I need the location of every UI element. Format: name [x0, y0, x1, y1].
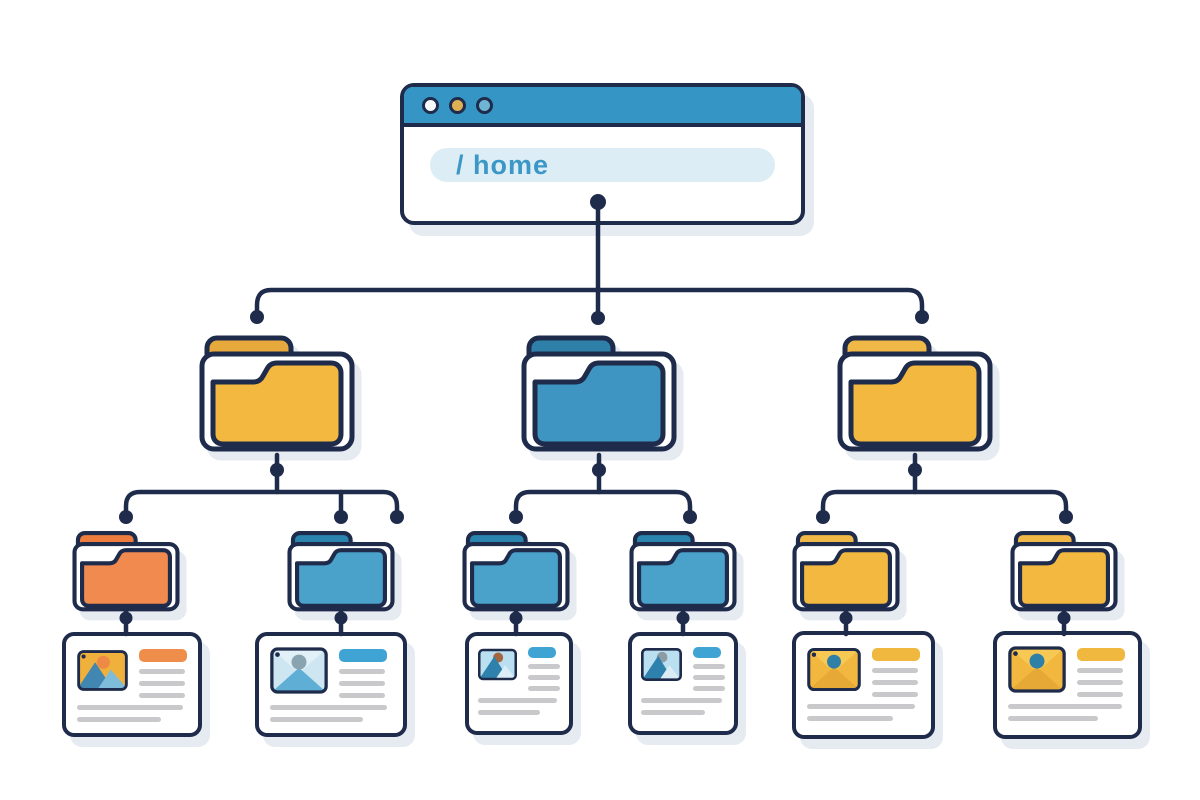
window-dot-blue-icon [476, 96, 493, 114]
folder-front [532, 360, 666, 447]
photo-thumbnail-icon [641, 647, 682, 682]
address-text: / home [456, 149, 550, 180]
window-dot-gold-icon [449, 96, 466, 114]
folder-front [210, 360, 344, 447]
subfolder-1 [72, 531, 180, 612]
folder-front [848, 360, 982, 447]
folder-front [1018, 548, 1110, 608]
subfolder-2 [287, 531, 395, 612]
text-line [693, 675, 725, 680]
edge-left-group-bar [123, 489, 400, 517]
text-line [641, 698, 722, 703]
envelope-thumbnail-icon [807, 647, 861, 692]
text-line [693, 664, 725, 669]
folder-front [80, 548, 172, 608]
subfolder-5 [792, 531, 900, 612]
text-line [339, 693, 385, 698]
window-dot-white-icon [422, 96, 439, 114]
folder-front [637, 548, 729, 608]
folder-level2-middle [521, 335, 677, 452]
edge-middle-group-bar [513, 489, 693, 517]
subfolder-4 [629, 531, 737, 612]
folder-front [470, 548, 562, 608]
photo-thumbnail-icon [478, 648, 517, 681]
doc-title-bar [872, 648, 920, 661]
text-line [641, 710, 705, 715]
text-line [1077, 680, 1123, 685]
envelope-thumbnail-icon [270, 647, 328, 694]
text-line [1008, 704, 1123, 709]
text-line [1008, 716, 1099, 721]
text-line [339, 681, 385, 686]
doc-title-bar [693, 647, 721, 658]
document-card-5 [792, 631, 935, 739]
subfolder-6 [1010, 531, 1118, 612]
subfolder-3 [462, 531, 570, 612]
doc-title-bar [339, 649, 387, 662]
text-line [528, 675, 560, 680]
document-card-3 [465, 632, 573, 735]
text-line [139, 681, 185, 686]
text-line [528, 686, 560, 691]
document-card-6 [993, 631, 1142, 739]
folder-level2-left [199, 335, 355, 452]
doc-title-bar [528, 647, 556, 658]
text-line [77, 705, 183, 710]
envelope-thumbnail-icon [1008, 646, 1066, 693]
edge-level2-bar [254, 287, 925, 319]
text-line [872, 680, 918, 685]
doc-title-bar [1077, 648, 1125, 661]
folder-front [800, 548, 892, 608]
text-line [478, 710, 541, 715]
doc-title-bar [139, 649, 187, 662]
text-line [139, 693, 185, 698]
document-card-2 [255, 632, 407, 737]
text-line [270, 717, 363, 722]
text-line [872, 692, 918, 697]
text-line [807, 716, 893, 721]
browser-window: / home [400, 83, 805, 225]
text-line [1077, 668, 1123, 673]
text-line [270, 705, 388, 710]
edge-right-group-bar [820, 489, 1069, 517]
address-bar[interactable]: / home [430, 148, 775, 182]
browser-titlebar [404, 87, 801, 127]
text-line [339, 669, 385, 674]
text-line [139, 669, 185, 674]
text-line [528, 664, 560, 669]
text-line [872, 668, 918, 673]
photo-thumbnail-icon [77, 650, 128, 691]
text-line [693, 686, 725, 691]
document-card-4 [628, 632, 738, 735]
text-line [1077, 692, 1123, 697]
text-line [77, 717, 161, 722]
document-card-1 [62, 632, 202, 737]
text-line [807, 704, 916, 709]
text-line [478, 698, 557, 703]
folder-front [295, 548, 387, 608]
folder-level2-right [837, 335, 993, 452]
